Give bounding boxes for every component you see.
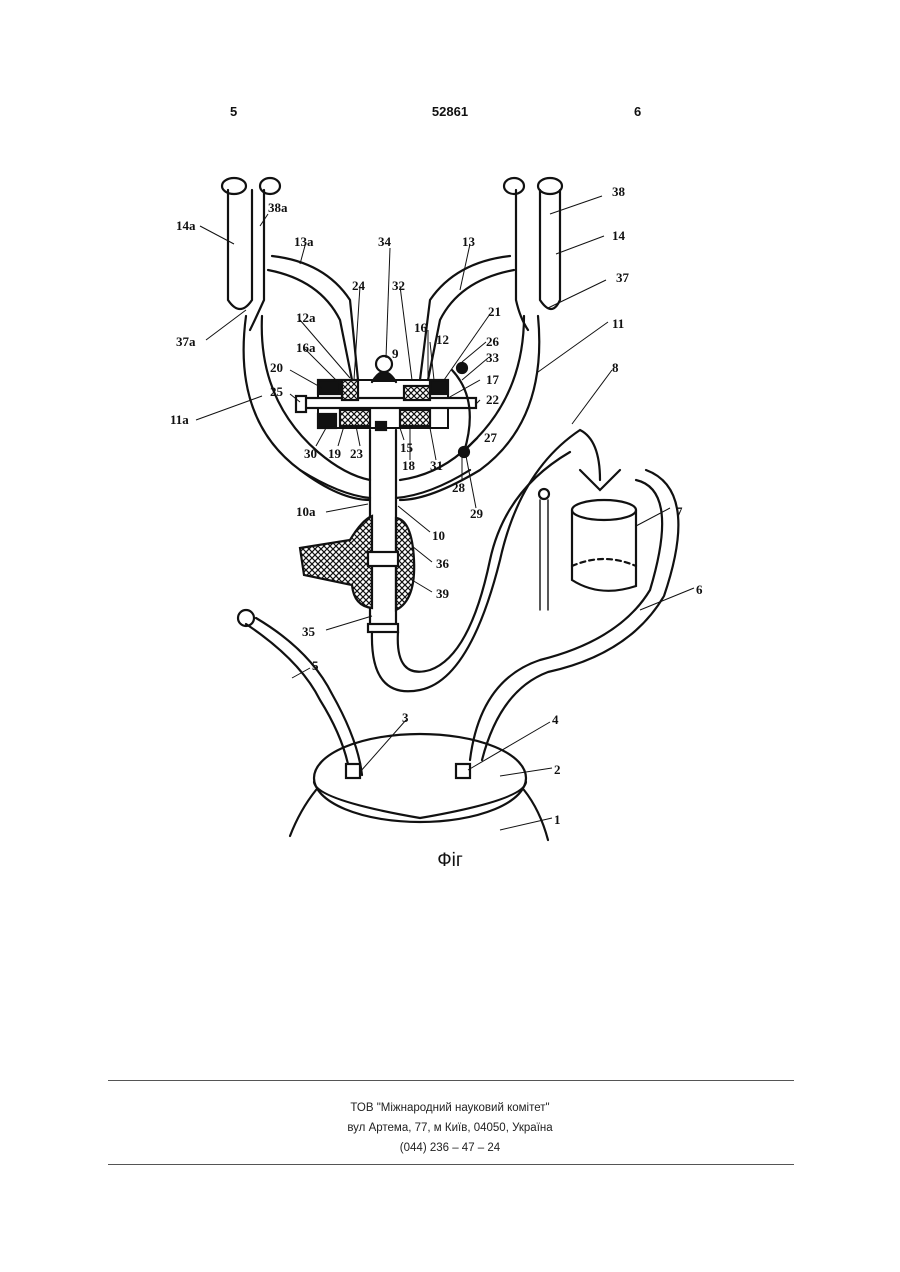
- label-1: 1: [554, 812, 561, 827]
- figure-caption: Фіг: [0, 850, 900, 872]
- can-body-left: [290, 790, 316, 836]
- label-9: 9: [392, 346, 399, 361]
- right-teat-cup: [540, 190, 560, 309]
- label-22: 22: [486, 392, 499, 407]
- footer-rule-bottom: [108, 1164, 794, 1165]
- label-13: 13: [462, 234, 476, 249]
- label-14: 14: [612, 228, 626, 243]
- jar: [572, 510, 636, 591]
- label-35: 35: [302, 624, 316, 639]
- label-20: 20: [270, 360, 283, 375]
- label-7: 7: [676, 504, 683, 519]
- label-16: 16: [414, 320, 428, 335]
- label-10a: 10a: [296, 504, 316, 519]
- label-38a: 38a: [268, 200, 288, 215]
- label-29: 29: [470, 506, 484, 521]
- label-8: 8: [612, 360, 619, 375]
- patent-figure: 14a 38a 13a 34 13 38 14 37 24 32 21 12a …: [0, 0, 900, 900]
- label-30: 30: [304, 446, 317, 461]
- label-19: 19: [328, 446, 342, 461]
- label-37: 37: [616, 270, 630, 285]
- handle: [300, 516, 372, 608]
- footer-phone: (044) 236 – 47 – 24: [0, 1142, 900, 1154]
- label-16a: 16a: [296, 340, 316, 355]
- label-27: 27: [484, 430, 498, 445]
- label-24: 24: [352, 278, 366, 293]
- label-11: 11: [612, 316, 624, 331]
- label-36: 36: [436, 556, 450, 571]
- label-23: 23: [350, 446, 364, 461]
- label-31: 31: [430, 458, 443, 473]
- label-5: 5: [312, 658, 319, 673]
- label-14a: 14a: [176, 218, 196, 233]
- label-32: 32: [392, 278, 405, 293]
- label-3: 3: [402, 710, 409, 725]
- label-15: 15: [400, 440, 414, 455]
- apparatus-drawing: [222, 178, 678, 840]
- footer-org: ТОВ "Міжнародний науковий комітет": [0, 1102, 900, 1114]
- label-34: 34: [378, 234, 392, 249]
- label-33: 33: [486, 350, 500, 365]
- label-25: 25: [270, 384, 284, 399]
- label-26: 26: [486, 334, 500, 349]
- label-4: 4: [552, 712, 559, 727]
- label-38: 38: [612, 184, 626, 199]
- label-12: 12: [436, 332, 449, 347]
- label-28: 28: [452, 480, 466, 495]
- label-13a: 13a: [294, 234, 314, 249]
- central-tube: [370, 430, 396, 630]
- label-12a: 12a: [296, 310, 316, 325]
- label-37a: 37a: [176, 334, 196, 349]
- label-6: 6: [696, 582, 703, 597]
- label-21: 21: [488, 304, 501, 319]
- footer-rule-top: [108, 1080, 794, 1081]
- label-39: 39: [436, 586, 450, 601]
- can-body-right: [524, 790, 548, 840]
- label-10: 10: [432, 528, 445, 543]
- left-teat-cup-outer: [228, 190, 252, 309]
- label-17: 17: [486, 372, 500, 387]
- label-11a: 11a: [170, 412, 189, 427]
- label-2: 2: [554, 762, 561, 777]
- figure-labels: 14a 38a 13a 34 13 38 14 37 24 32 21 12a …: [170, 184, 703, 827]
- footer-address: вул Артема, 77, м Київ, 04050, Україна: [0, 1122, 900, 1134]
- label-18: 18: [402, 458, 416, 473]
